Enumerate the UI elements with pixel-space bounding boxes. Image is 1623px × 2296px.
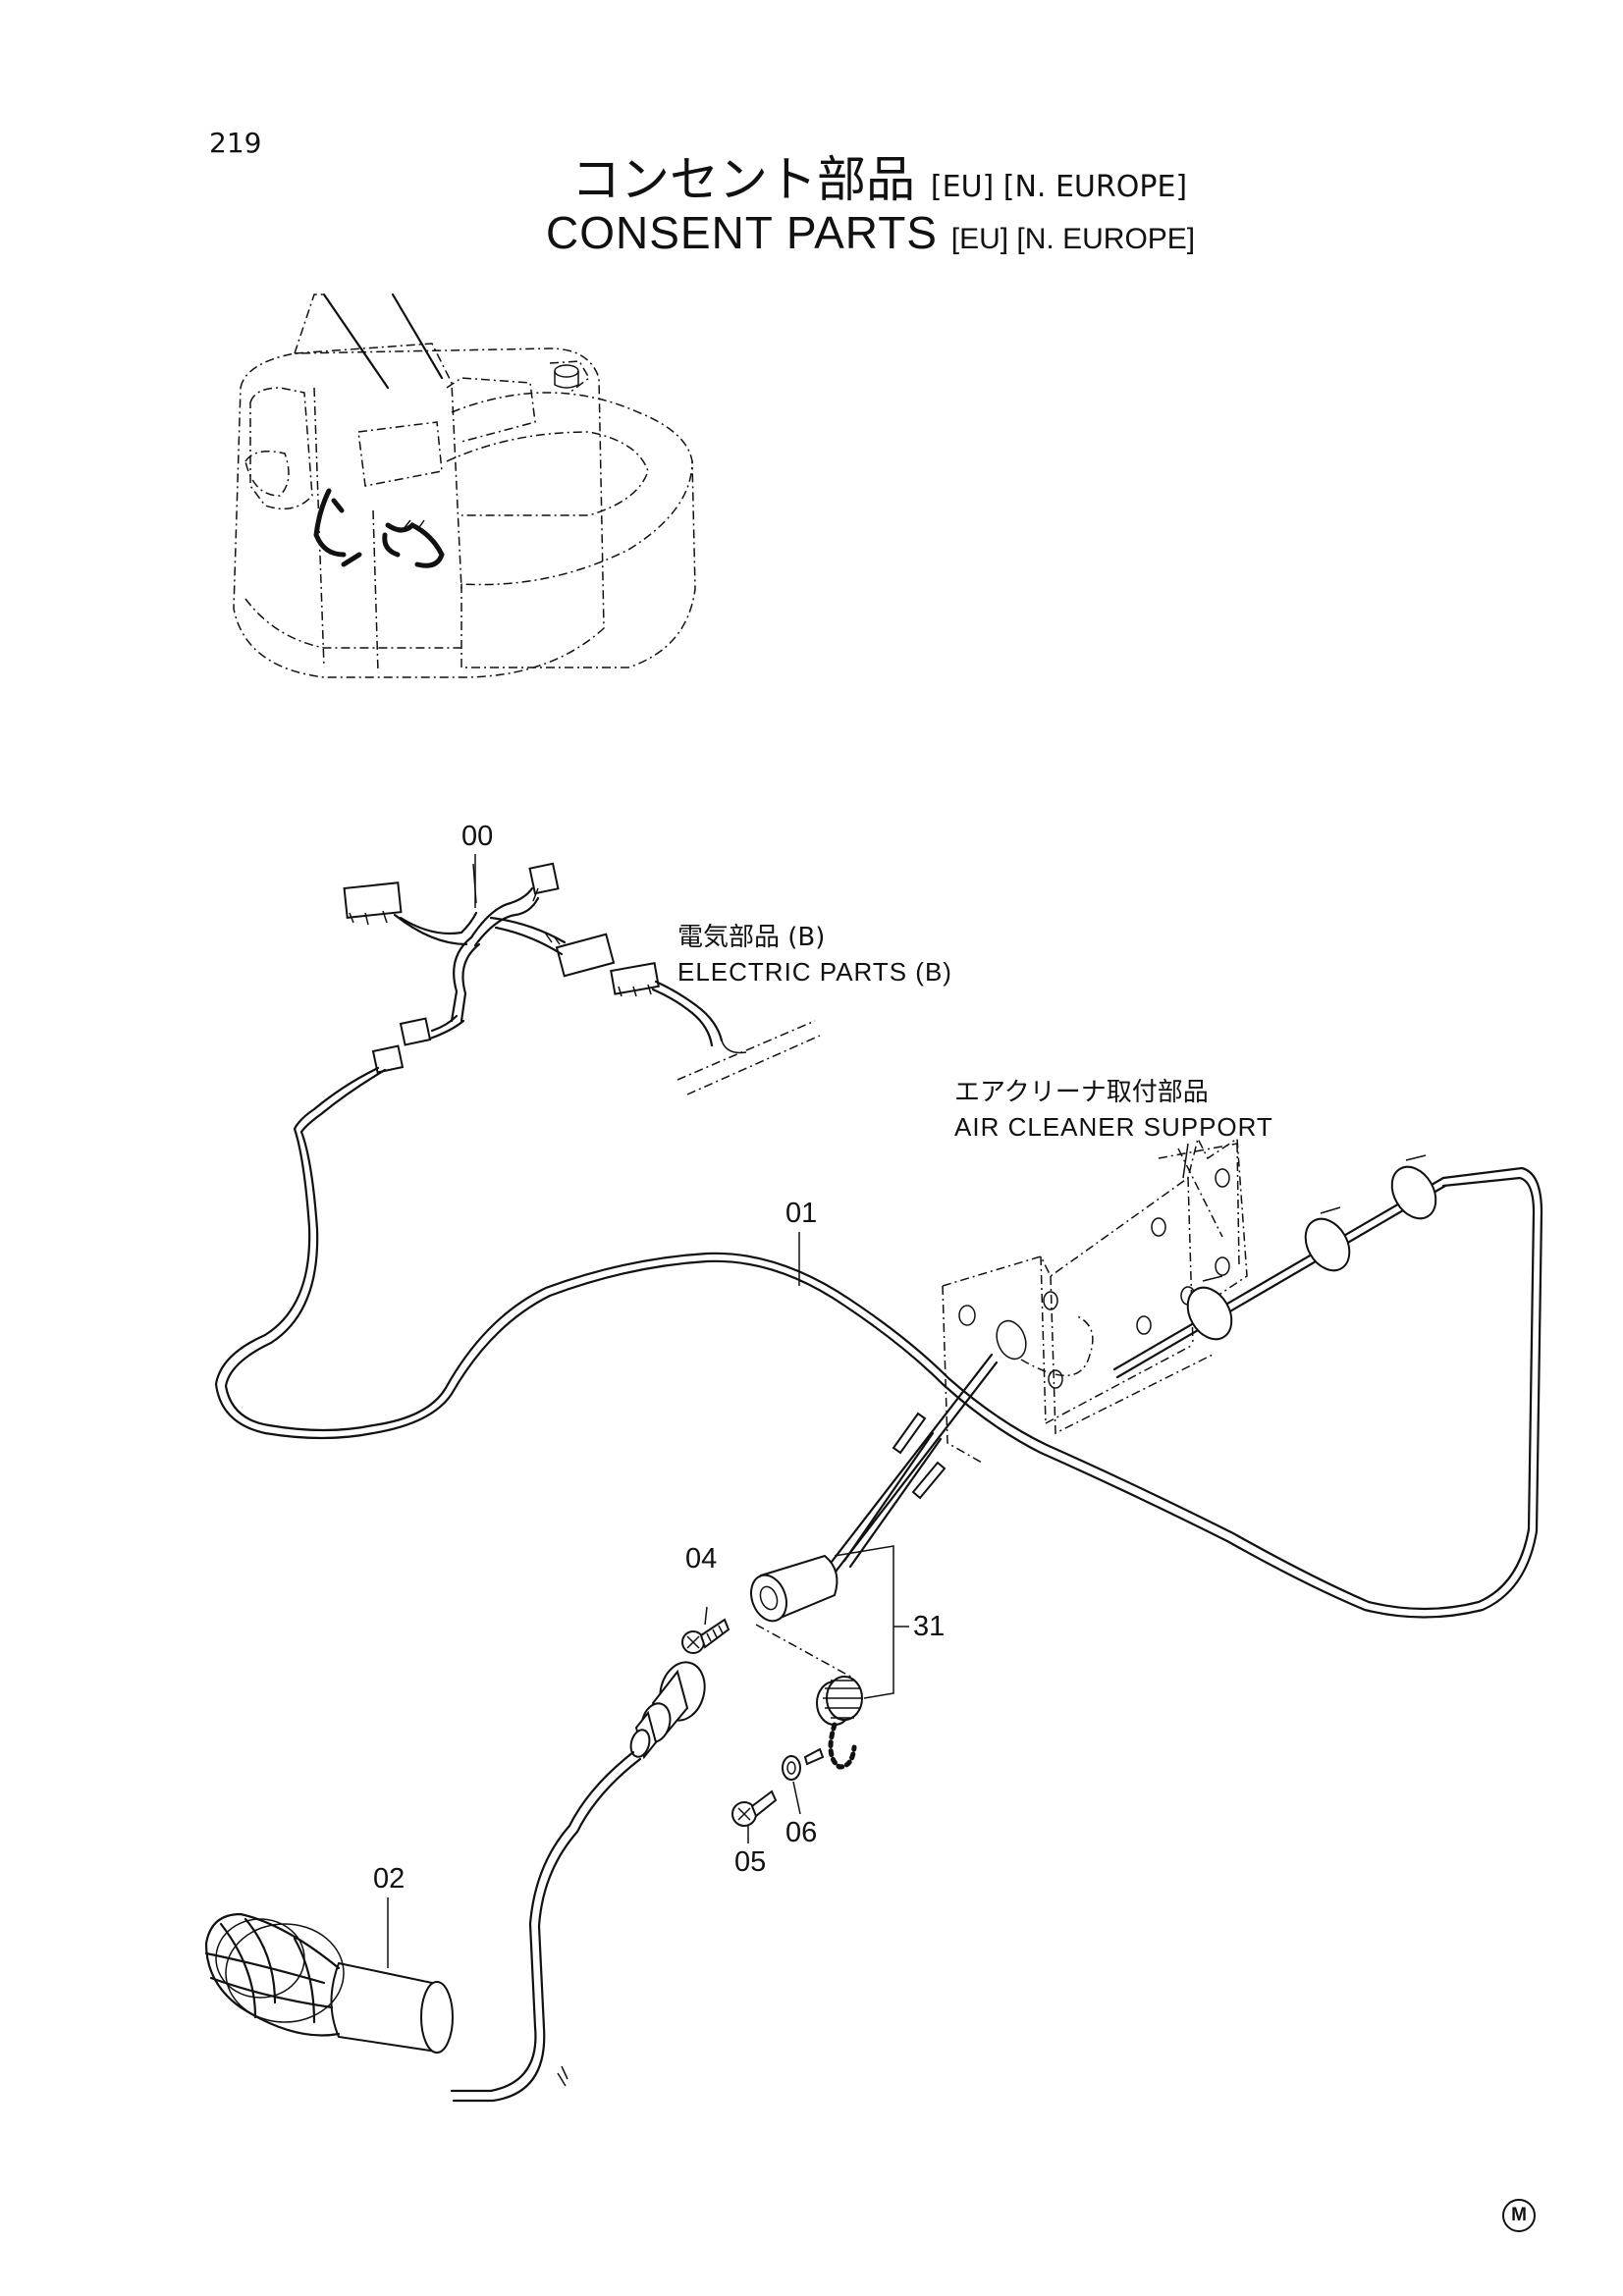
page-number: 219: [209, 127, 262, 159]
excavator-overview-illustration: [233, 293, 696, 678]
page-title-japanese: コンセント部品 [EU] [N. EUROPE]: [571, 155, 1187, 204]
ref-air-cleaner-en: AIR CLEANER SUPPORT: [954, 1112, 1273, 1142]
socket-assembly-31: [750, 1353, 999, 1770]
callout-05: 05: [734, 1846, 767, 1878]
callout-01: 01: [785, 1198, 818, 1229]
ref-electric-parts-en: ELECTRIC PARTS (B): [677, 957, 952, 987]
electric-parts-b-reference-drawing: [610, 962, 821, 1095]
title-en-text: CONSENT PARTS: [546, 207, 938, 258]
callout-06: 06: [785, 1817, 818, 1848]
air-cleaner-support-bracket: [942, 1136, 1248, 1464]
title-jp-text: コンセント部品: [571, 151, 915, 208]
ref-air-cleaner-jp: エアクリーナ取付部品: [954, 1078, 1209, 1107]
screw-05: [731, 1789, 778, 1843]
callout-00: 00: [461, 821, 494, 852]
page-title-english: CONSENT PARTS [EU] [N. EUROPE]: [546, 210, 1195, 255]
manufacturer-mark: M: [1502, 2199, 1536, 2232]
cable-clamps: [1112, 1154, 1447, 1379]
callout-leader-lines: [387, 854, 1189, 1968]
callout-04: 04: [685, 1543, 718, 1575]
wiring-harness-00: [214, 862, 1543, 1619]
callout-02: 02: [373, 1863, 406, 1895]
callout-31: 31: [913, 1611, 946, 1642]
screw-04: [681, 1606, 730, 1654]
washer-06: [782, 1747, 825, 1815]
work-lamp-02: [204, 1661, 706, 2103]
title-en-region-tags: [EU] [N. EUROPE]: [950, 223, 1196, 255]
ref-electric-parts-jp: 電気部品 (B): [677, 923, 826, 952]
title-jp-region-tags: [EU] [N. EUROPE]: [930, 170, 1188, 204]
